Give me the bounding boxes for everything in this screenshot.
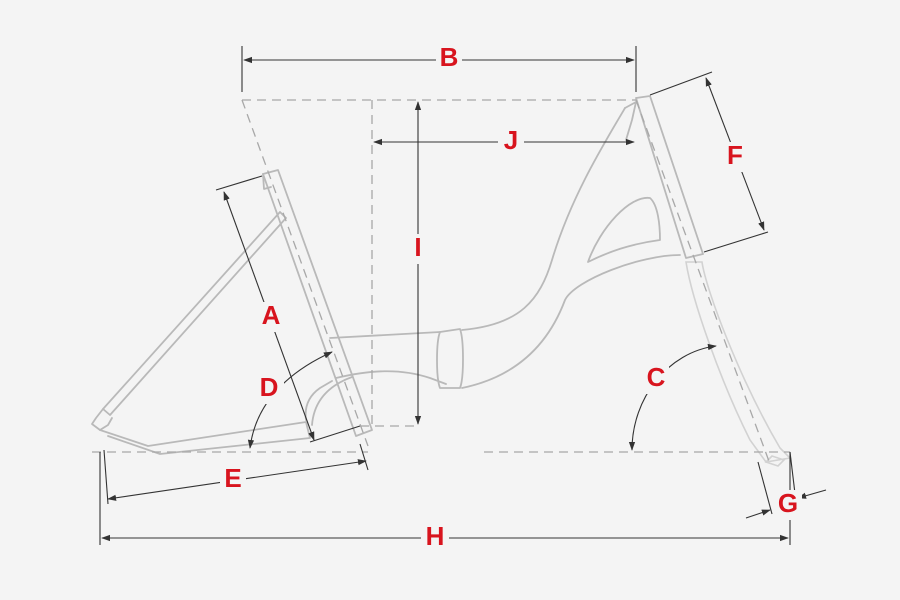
bottom-bracket-curve bbox=[304, 380, 333, 421]
reference-lines bbox=[92, 99, 790, 465]
seat-tube bbox=[262, 169, 373, 437]
label-c: C bbox=[647, 362, 666, 392]
main-tube-top bbox=[461, 107, 626, 331]
label-d: D bbox=[260, 372, 279, 402]
label-j: J bbox=[504, 125, 518, 155]
label-h: H bbox=[426, 521, 445, 551]
rear-dropout bbox=[91, 408, 113, 431]
dim-line-g-right bbox=[797, 489, 827, 499]
label-b: B bbox=[440, 42, 459, 72]
battery-housing bbox=[436, 328, 464, 389]
dimension-labels: B J I A F D C E G H bbox=[220, 42, 802, 553]
fork bbox=[685, 261, 792, 463]
label-a: A bbox=[262, 300, 281, 330]
head-tube-join bbox=[624, 101, 637, 141]
label-i: I bbox=[414, 232, 421, 262]
fork-dropout bbox=[764, 455, 786, 467]
main-tube-bottom bbox=[461, 254, 681, 389]
gusset bbox=[587, 197, 661, 263]
dim-line-g-left bbox=[745, 509, 771, 519]
dimension-lines bbox=[99, 46, 827, 545]
down-tube-upper bbox=[329, 331, 441, 339]
label-f: F bbox=[727, 140, 743, 170]
chain-stay bbox=[99, 421, 311, 455]
down-tube-lower bbox=[335, 370, 447, 385]
frame-outline bbox=[91, 95, 792, 467]
seat-tube-cap bbox=[262, 173, 272, 190]
dim-arc-c bbox=[628, 343, 717, 451]
head-tube bbox=[635, 95, 704, 259]
label-e: E bbox=[224, 463, 241, 493]
label-g: G bbox=[778, 488, 798, 518]
